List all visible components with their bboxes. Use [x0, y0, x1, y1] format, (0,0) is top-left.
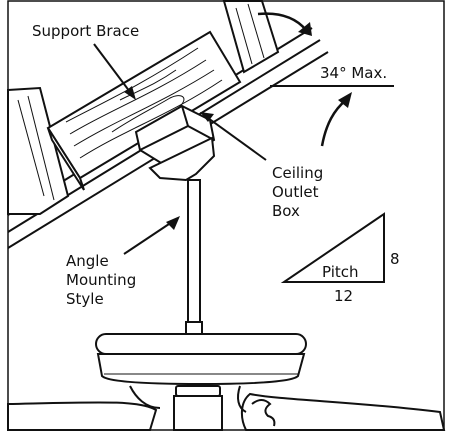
ceiling-outlet-box-label-line-3: Box — [272, 202, 300, 220]
pull-chain-switch — [173, 385, 276, 431]
pitch-triangle — [280, 212, 385, 283]
max-angle-label: 34° Max. — [320, 64, 387, 82]
motor-housing — [95, 333, 307, 386]
pitch-rise-label: 8 — [390, 250, 400, 268]
angle-mounting-style-label-line-3: Style — [66, 290, 104, 308]
pitch-run-label: 12 — [334, 287, 353, 305]
fan-blades — [7, 385, 446, 431]
support-brace-leader — [93, 43, 136, 100]
rotation-arrow — [257, 12, 312, 36]
rafter-left — [7, 86, 70, 215]
ceiling-outlet-box — [134, 104, 216, 182]
ceiling-outlet-box-leader — [200, 112, 267, 161]
ceiling-outlet-box-label-line-2: Outlet — [272, 183, 319, 201]
angle-mounting-style-label-line-1: Angle — [66, 252, 109, 270]
rafter-right — [222, 0, 280, 74]
max-angle-indicator — [270, 85, 394, 147]
downrod — [185, 179, 203, 335]
ceiling-outlet-box-label-line-1: Ceiling — [272, 164, 323, 182]
angle-mounting-style-leader — [123, 216, 180, 255]
pitch-label: Pitch — [322, 263, 359, 281]
support-brace — [46, 30, 242, 191]
support-brace-label: Support Brace — [32, 22, 139, 40]
angle-mounting-style-label-line-2: Mounting — [66, 271, 136, 289]
